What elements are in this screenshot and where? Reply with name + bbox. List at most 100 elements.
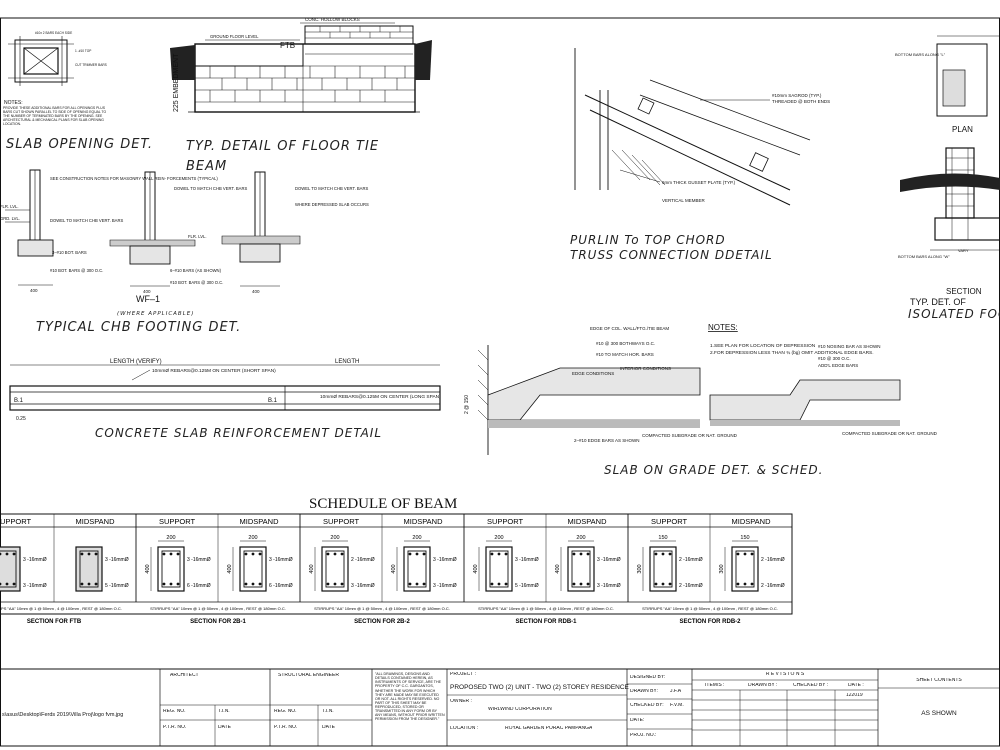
svg-text:COMPACTED SUBGRADE OR NAT. GRO: COMPACTED SUBGRADE OR NAT. GROUND — [842, 431, 938, 436]
svg-text:DOWEL TO MATCH CHB VERT. BARS: DOWEL TO MATCH CHB VERT. BARS — [174, 186, 247, 191]
svg-text:BOTTOM BARS ALONG "L": BOTTOM BARS ALONG "L" — [895, 52, 946, 57]
rev-col-checked: CHECKED BY : — [793, 683, 829, 688]
drawn-by-value: J.F.A — [670, 689, 682, 694]
title-block — [0, 668, 1000, 747]
svg-text:400: 400 — [143, 289, 151, 294]
beam-width: 200 — [248, 535, 257, 541]
drawn-by-label: DRAWN BY: — [630, 689, 658, 694]
architect-date: DATE — [218, 725, 231, 730]
bottom-bars: 6 -16mmØ — [269, 583, 293, 589]
svg-text:400: 400 — [30, 288, 38, 293]
svg-text:VARY: VARY — [958, 248, 969, 253]
top-bars: 2 -16mmØ — [679, 557, 703, 563]
svg-text:225 EMBEDMENT: 225 EMBEDMENT — [173, 53, 180, 112]
top-bars: 3 -16mmØ — [597, 557, 621, 563]
svg-text:0.25: 0.25 — [16, 416, 26, 422]
svg-text:400: 400 — [252, 289, 260, 294]
slab-opening-notes-label: NOTES: — [4, 100, 23, 106]
purlin-title: PURLIN To TOP CHORD — [570, 233, 726, 247]
beam-depth: 400 — [555, 564, 561, 573]
svg-text:2–#10 EDGE BARS AS SHOWN: 2–#10 EDGE BARS AS SHOWN — [574, 438, 640, 443]
architect-ptr: P.T.R. NO. — [163, 725, 187, 730]
isolated-footing-detail: BOTTOM BARS ALONG "L" PLAN BOTTOM BARS A… — [895, 35, 1000, 321]
svg-text:#10 NOSING BAR AS SHOWN: #10 NOSING BAR AS SHOWN — [818, 344, 881, 349]
bottom-bars: 5 -16mmØ — [515, 583, 539, 589]
beam-depth: 400 — [227, 564, 233, 573]
bottom-bars: 6 -16mmØ — [187, 583, 211, 589]
owner-name: WIRLWIND CORPORATION — [488, 707, 552, 712]
svg-text:WHERE DEPRESSED SLAB OCCURS: WHERE DEPRESSED SLAB OCCURS — [295, 202, 369, 207]
schedule-header: SUPPORT — [651, 517, 688, 526]
svg-text:BEAM: BEAM — [186, 159, 227, 174]
slab-opening-title: SLAB OPENING DET. — [6, 137, 153, 152]
copyright-disclaimer: "ALL DRAWINGS, DESIGNS AND DETAILS CONTA… — [375, 672, 445, 722]
checked-by-value: F.V.M. — [670, 703, 684, 708]
architect-label: ARCHITECT — [170, 673, 199, 678]
bottom-bars: 2 -16mmØ — [761, 583, 785, 589]
beam-schedule: SCHEDULE OF BEAM SUPPORTMIDSPANDSUPPORTM… — [0, 496, 793, 625]
beam-depth: 400 — [473, 564, 479, 573]
revision-date-value: 122019 — [846, 693, 863, 698]
svg-text:B.1: B.1 — [268, 398, 278, 404]
stirrup-spec: STIRRUPS "AA" 10mm @ 1 @ 50mm , 4 @ 100m… — [0, 606, 122, 611]
schedule-title: SCHEDULE OF BEAM — [309, 496, 457, 512]
beam-depth: 300 — [719, 564, 725, 573]
svg-text:FLR. LVL.: FLR. LVL. — [188, 234, 207, 239]
stirrup-spec: STIRRUPS "AA" 10mm @ 1 @ 50mm , 4 @ 100m… — [642, 606, 778, 611]
beam-width: 200 — [412, 535, 421, 541]
section-label: SECTION FOR RDB-1 — [515, 619, 577, 625]
top-bars: 2 -16mmØ — [351, 557, 375, 563]
bottom-bars: 5 -16mmØ — [105, 583, 129, 589]
svg-text:1.SEE PLAN FOR LOCATION OF DEP: 1.SEE PLAN FOR LOCATION OF DEPRESSION — [710, 343, 816, 349]
bottom-bars: 3 -16mmØ — [597, 583, 621, 589]
svg-text:DOWEL TO MATCH CHB VERT. BARS: DOWEL TO MATCH CHB VERT. BARS — [295, 186, 368, 191]
svg-text:2.FOR DEPRESSION LESS THAN ¾ (: 2.FOR DEPRESSION LESS THAN ¾ (bg) OMIT A… — [710, 350, 874, 356]
bottom-bars: 3 -16mmØ — [23, 583, 47, 589]
svg-text:10mmØ REBARS@0.125M ON CENTER: 10mmØ REBARS@0.125M ON CENTER (LONG SPAN… — [320, 394, 441, 400]
svg-text:EDGE CONDITIONS: EDGE CONDITIONS — [572, 371, 614, 376]
owner-label: OWNER : — [450, 699, 472, 704]
rev-col-drawn: DRAWN BY : — [748, 683, 778, 688]
engineer-ptr: P.T.R. NO. — [274, 725, 298, 730]
concrete-slab-title: CONCRETE SLAB REINFORCEMENT DETAIL — [95, 426, 382, 440]
revisions-heading: R E V I S I O N S — [765, 672, 805, 677]
beam-width: 200 — [166, 535, 175, 541]
top-bars: 3 -16mmØ — [515, 557, 539, 563]
top-bars: 3 -16mmØ — [269, 557, 293, 563]
project-name: PROPOSED TWO (2) UNIT - TWO (2) STOREY R… — [450, 684, 629, 691]
proj-no-label: PROJ. NO.: — [630, 733, 657, 738]
engineer-date: DATE — [322, 725, 335, 730]
svg-text:THREADED @ BOTH ENDS: THREADED @ BOTH ENDS — [772, 99, 830, 104]
svg-text:2 @ 150: 2 @ 150 — [464, 395, 470, 414]
architect-tin: T.I.N. — [218, 709, 230, 714]
stirrup-spec: STIRRUPS "AA" 10mm @ 1 @ 50mm , 4 @ 100m… — [314, 606, 450, 611]
stirrup-spec: STIRRUPS "AA" 10mm @ 1 @ 50mm , 4 @ 100m… — [150, 606, 286, 611]
top-bars: 2 -16mmØ — [761, 557, 785, 563]
beam-depth: 400 — [391, 564, 397, 573]
architect-reg-no: REG. NO. — [163, 709, 186, 714]
concrete-slab-detail: LENGTH (VERIFY) LENGTH B.1 B.1 10mmØ REB… — [9, 359, 441, 440]
floor-tie-beam-title: TYP. DETAIL OF FLOOR TIE — [186, 139, 379, 154]
bottom-bars: 2 -16mmØ — [679, 583, 703, 589]
designed-by-label: DESIGNED BY: — [630, 675, 666, 680]
svg-text:INTERIOR CONDITIONS: INTERIOR CONDITIONS — [620, 366, 671, 371]
top-bars: 3 -16mmØ — [433, 557, 457, 563]
slab-opening-notes: PROVIDE THESE ADDITIONAL BARS FOR ALL OP… — [3, 106, 107, 127]
top-bars: 3 -16mmØ — [105, 557, 129, 563]
floor-tie-beam-detail: CONC. HOLLOW BLOCKS GROUND FLOOR LEVEL F… — [170, 17, 432, 174]
section-label: SECTION FOR FTB — [27, 619, 82, 625]
beam-width: 200 — [330, 535, 339, 541]
svg-text:NOTES:: NOTES: — [708, 323, 738, 332]
checked-by-label: CHECKED BY: — [630, 703, 664, 708]
svg-text:CONC. HOLLOW BLOCKS: CONC. HOLLOW BLOCKS — [305, 17, 360, 22]
beam-width: 150 — [658, 535, 667, 541]
svg-text:ISOLATED FOOTI: ISOLATED FOOTI — [908, 307, 1000, 321]
svg-text:#10 BOT. BARS @ 300 O.C.: #10 BOT. BARS @ 300 O.C. — [50, 268, 103, 273]
svg-text:GROUND FLOOR LEVEL: GROUND FLOOR LEVEL — [210, 34, 259, 39]
